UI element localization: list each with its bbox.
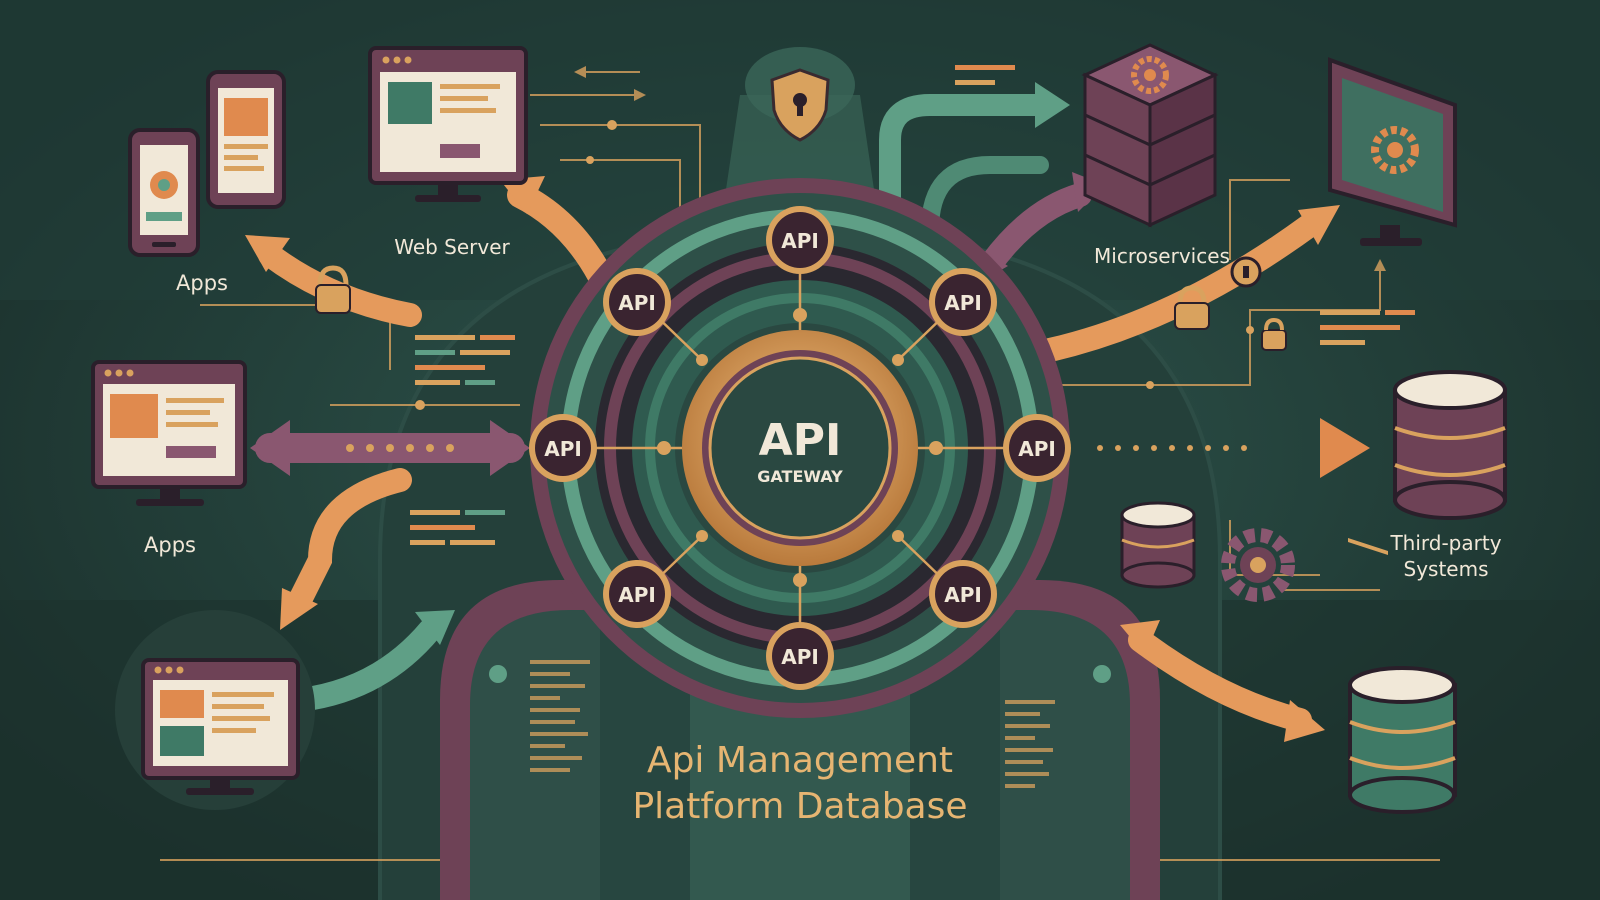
phone-icon [128,128,200,257]
padlock-icon-right-2 [1230,256,1262,288]
api-node-right: API [1003,414,1071,482]
api-node-label: API [944,291,982,315]
monitor-icon [91,360,247,506]
api-node-top-left: API [603,268,671,336]
api-node-label: API [781,645,819,669]
bottom-database-icon [1348,666,1457,814]
tablet-icon [206,70,286,209]
api-node-label: API [944,583,982,607]
apps-middle-label: Apps [144,533,196,557]
api-node-label: API [618,291,656,315]
right-arch-inner [1000,610,1130,900]
api-node-label: API [781,229,819,253]
api-node-bottom-right: API [929,560,997,628]
gear-monitor-icon [1328,57,1457,555]
small-database-icon [1120,501,1196,589]
web-server-label: Web Server [394,235,510,259]
gear-icon [1221,528,1295,602]
code-snippet-left [410,335,515,545]
circuit-dots [385,120,1254,683]
api-node-label: API [544,437,582,461]
shield-lock-icon [770,68,830,142]
api-node-top: API [766,206,834,274]
data-stripes-right [1005,700,1055,788]
api-gateway-core: API GATEWAY [682,330,918,566]
data-stripes-left [530,660,590,772]
api-node-label: API [618,583,656,607]
api-node-left: API [529,414,597,482]
api-nodes: API API API API API API API API [529,206,1071,690]
arrow-dots [346,444,1247,452]
api-node-top-right: API [929,268,997,336]
third-party-label-line1: Third-party [1389,531,1501,555]
padlock-icon [315,265,351,314]
gateway-subtitle: GATEWAY [757,467,843,486]
microservices-label: Microservices [1094,244,1230,268]
api-node-bottom-left: API [603,560,671,628]
api-node-label: API [1018,437,1056,461]
platform-title-line1: Api Management [647,740,953,781]
api-node-bottom: API [766,622,834,690]
server-stack-icon [1081,43,1219,228]
padlock-icon-right-3 [1261,317,1287,351]
third-party-label-line2: Systems [1404,557,1489,581]
database-icon [1393,370,1507,520]
gateway-title: API [759,415,842,466]
platform-title-line2: Platform Database [632,786,967,827]
padlock-icon-right-1 [1174,285,1210,330]
apps-top-label: Apps [176,271,228,295]
connector-dots [657,308,943,587]
desktop-monitor-icon [141,658,300,795]
browser-window-icon [368,46,528,202]
left-arch-inner [470,610,600,900]
